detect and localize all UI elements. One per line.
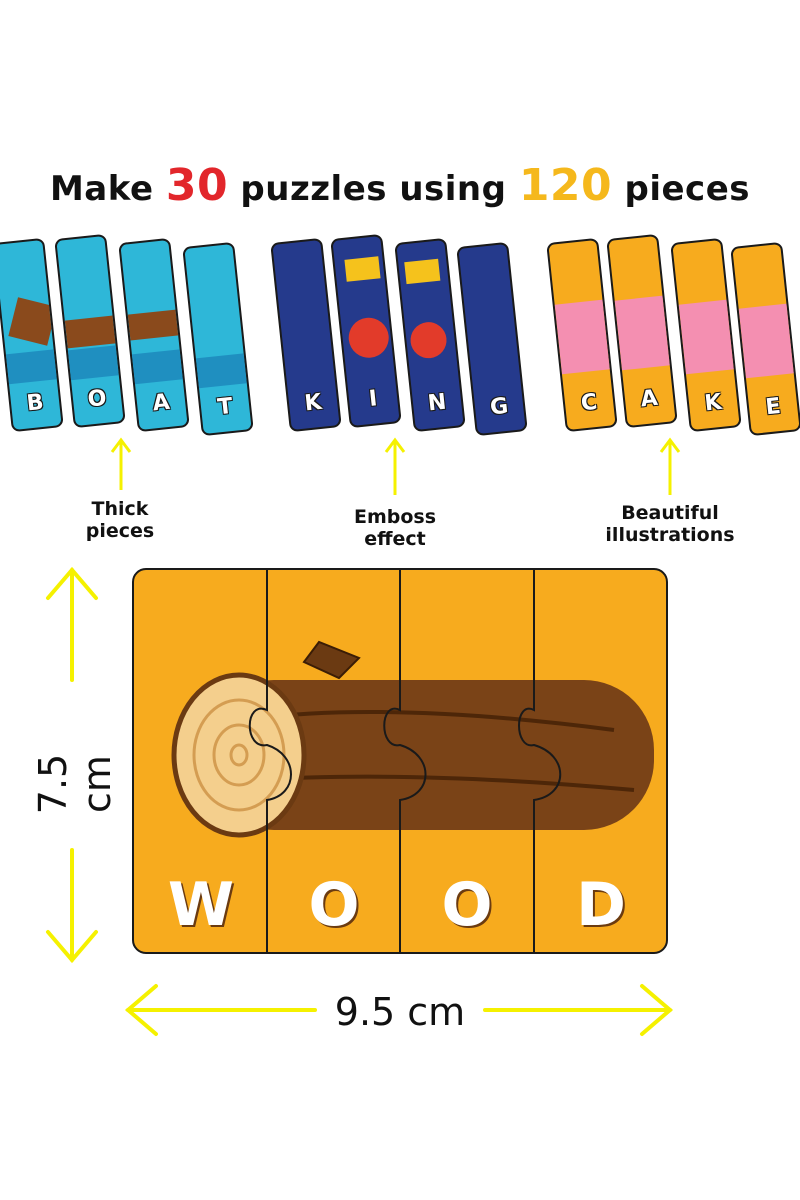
headline-part3: pieces bbox=[612, 169, 751, 209]
big-puzzle-letter: O bbox=[308, 870, 360, 940]
headline-piece-count: 120 bbox=[518, 160, 613, 211]
callout-arrows bbox=[110, 437, 681, 495]
feature-label-illustrations: Beautiful illustrations bbox=[605, 502, 735, 546]
height-dimension-label: 7.5 cm bbox=[31, 753, 119, 815]
headline-part1: Make bbox=[49, 169, 166, 209]
width-dimension-label: 9.5 cm bbox=[334, 990, 466, 1034]
piece-cut-lines bbox=[248, 570, 562, 952]
headline: Make 30 puzzles using 120 pieces bbox=[0, 160, 800, 211]
big-puzzle-letter: D bbox=[576, 870, 626, 940]
dimension-arrows bbox=[46, 566, 674, 1036]
headline-puzzle-count: 30 bbox=[165, 160, 229, 211]
big-puzzle-letter: O bbox=[441, 870, 493, 940]
arrow-up-icon bbox=[110, 437, 132, 490]
feature-label-thick: Thick pieces bbox=[85, 498, 155, 542]
vertical-dimension-arrow bbox=[46, 566, 98, 964]
feature-label-emboss: Emboss effect bbox=[353, 506, 437, 550]
headline-part2: puzzles using bbox=[228, 169, 519, 209]
horizontal-dimension-arrow bbox=[124, 984, 674, 1036]
log-illustration bbox=[171, 640, 654, 838]
arrow-up-icon bbox=[659, 437, 681, 495]
big-puzzle-wood: W O O D bbox=[132, 568, 668, 954]
arrow-up-icon bbox=[384, 437, 406, 495]
big-puzzle-letter: W bbox=[167, 870, 235, 940]
